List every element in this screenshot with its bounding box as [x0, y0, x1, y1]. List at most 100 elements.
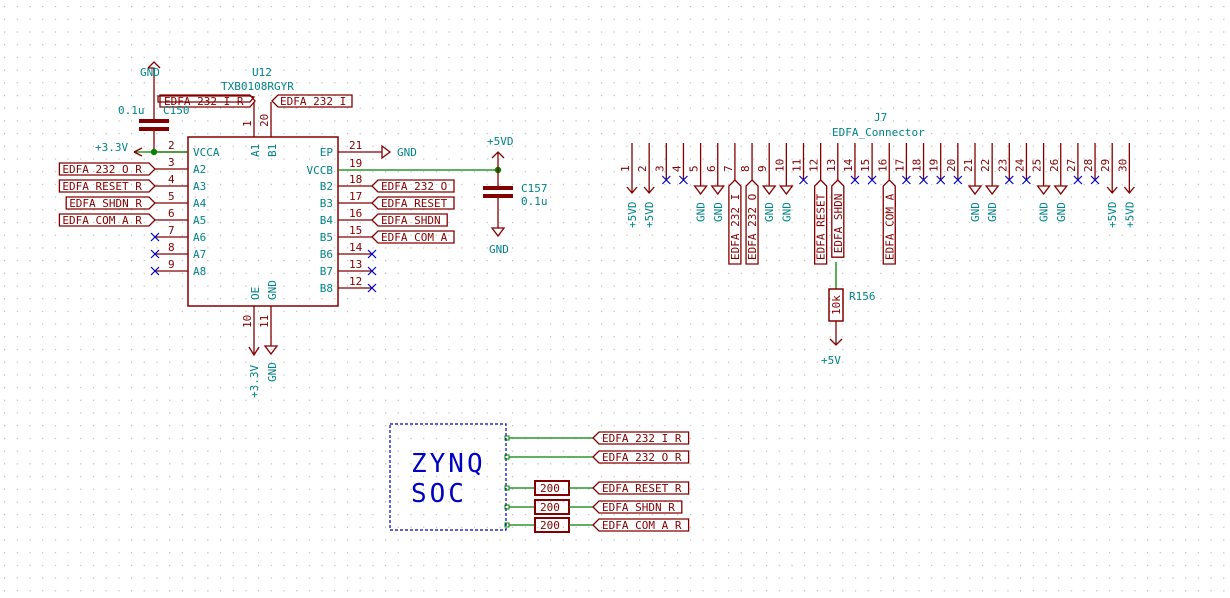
- u12-pin-name-a6: A6: [193, 231, 206, 244]
- u12-right-label-2[interactable]: EDFA_RESET: [381, 197, 448, 210]
- soc-title-line2: SOC: [411, 479, 467, 509]
- j7-gnd-symbol-26: [1053, 180, 1069, 196]
- oe-power-label: +3.3V: [248, 365, 261, 398]
- j7-net-label-13[interactable]: EDFA_SHDN: [832, 194, 845, 254]
- j7-nc-27: [1073, 175, 1083, 185]
- u12-pin-num-13: 13: [349, 258, 362, 271]
- u12-top-label-left[interactable]: EDFA_232_I_R: [164, 95, 244, 108]
- u12-pin-num-1: 1: [241, 120, 254, 127]
- j7-pin-num-27: 27: [1065, 159, 1078, 172]
- u12-pin-num-14: 14: [349, 241, 363, 254]
- soc-net-label-1-flag: [592, 431, 690, 445]
- j7-pin-num-1: 1: [619, 165, 632, 172]
- j7-pin-num-4: 4: [670, 165, 683, 172]
- u12-right-label-3-flag: [371, 213, 448, 227]
- j7-nc-4: [679, 175, 688, 185]
- j7-pin-num-10: 10: [773, 159, 786, 172]
- u12-pin-name-b6: B6: [320, 248, 333, 261]
- u12-pin-num-20: 20: [258, 114, 271, 127]
- soc-net-label-1[interactable]: EDFA_232_I_R: [602, 432, 682, 445]
- j7-pin-num-3: 3: [653, 165, 666, 172]
- u12-left-label-2[interactable]: EDFA_RESET_R: [62, 180, 142, 193]
- j7-power-label-10: GND: [780, 202, 793, 222]
- u12-pin-num-6: 6: [168, 207, 175, 220]
- soc-title-line1: ZYNQ: [411, 449, 486, 479]
- u12-right-pins: 21EP19VCCB18B217B316B415B514B613B712B8ED…: [307, 139, 455, 295]
- j7-net-label-8[interactable]: EDFA_232_O: [746, 194, 759, 260]
- c150-capacitor[interactable]: GND 0.1u C150 +3.3V: [95, 61, 190, 157]
- j7-pin-num-30: 30: [1116, 159, 1129, 172]
- u12-left-label-1[interactable]: EDFA_232_O_R: [62, 163, 142, 176]
- j7-power-label-29: +5VD: [1106, 202, 1119, 229]
- soc-net-label-5-flag: [592, 518, 690, 532]
- u12-pin-name-oe: OE: [249, 287, 262, 300]
- soc-resistor-value-3: 200: [540, 482, 560, 495]
- u12-pin-name-b5: B5: [320, 231, 333, 244]
- u12-pin-name-a1: A1: [249, 144, 262, 157]
- u12-pin-num-11: 11: [258, 315, 271, 328]
- j7-net-flag-13: [831, 179, 845, 258]
- j7-value: EDFA_Connector: [832, 126, 925, 139]
- j7-nc-24: [1022, 175, 1031, 185]
- u12-pin-name-a4: A4: [193, 197, 207, 210]
- j7-pin-num-11: 11: [791, 159, 804, 172]
- u12-nc-a8: [150, 266, 160, 276]
- u12-pin-name-ep: EP: [320, 146, 334, 159]
- u12-pin-num-2: 2: [168, 139, 175, 152]
- j7-nc-20: [953, 175, 963, 185]
- j7-power-label-22: GND: [986, 202, 999, 222]
- j7-ref: J7: [874, 111, 887, 124]
- u12-ref: U12: [252, 66, 272, 79]
- j7-pin-num-12: 12: [808, 159, 821, 172]
- soc-box: [389, 423, 507, 531]
- u12-left-pins: 2VCCA3A24A35A46A57A68A79A8EDFA_232_O_RED…: [58, 139, 220, 278]
- u12-top-label-right[interactable]: EDFA_232_I: [280, 95, 346, 108]
- soc-net-label-3[interactable]: EDFA_RESET_R: [602, 482, 682, 495]
- u12-pin-name-a2: A2: [193, 163, 206, 176]
- u12-right-label-3[interactable]: EDFA_SHDN: [381, 214, 441, 227]
- j7-pwr-arrow-1: [626, 180, 638, 195]
- u12-top-label-right-flag: [271, 94, 353, 108]
- u12-right-label-1-flag: [371, 179, 455, 193]
- u12-pin-name-a8: A8: [193, 265, 206, 278]
- u12-right-label-1[interactable]: EDFA_232_O: [381, 180, 447, 193]
- u12-level-shifter[interactable]: U12 TXB0108RGYR 2VCCA3A24A35A46A57A68A79…: [58, 66, 455, 398]
- j7-net-label-7[interactable]: EDFA_232_I: [729, 194, 742, 260]
- j7-net-label-16[interactable]: EDFA_COM_A: [883, 193, 896, 260]
- soc-net-label-4[interactable]: EDFA_SHDN_R: [602, 501, 675, 514]
- j7-pin-num-2: 2: [636, 165, 649, 172]
- j7-power-label-25: GND: [1038, 202, 1051, 222]
- soc-resistor-value-4: 200: [540, 501, 560, 514]
- r156-power-arrow: [829, 321, 843, 346]
- j7-nc-19: [936, 175, 946, 185]
- u12-left-label-3[interactable]: EDFA_SHDN_R: [69, 197, 142, 210]
- j7-pwr-arrow-2: [643, 180, 655, 195]
- u12-pin-num-4: 4: [168, 173, 175, 186]
- j7-pin-num-24: 24: [1013, 158, 1026, 172]
- j7-net-flag-7: [728, 179, 742, 265]
- c157-capacitor[interactable]: +5VD C157 0.1u GND: [338, 135, 548, 256]
- u12-body: [187, 136, 339, 307]
- c157-gnd-label: GND: [489, 243, 509, 256]
- j7-net-flag-16: [882, 179, 896, 265]
- ep-gnd-symbol: [338, 144, 392, 160]
- u12-pin-num-5: 5: [168, 190, 175, 203]
- u12-pin-name-gnd: GND: [266, 280, 279, 300]
- j7-net-label-12[interactable]: EDFA_RESET: [815, 193, 828, 260]
- u12-pin-name-b7: B7: [320, 265, 333, 278]
- soc-net-label-5[interactable]: EDFA_COM_A_R: [602, 519, 682, 532]
- r156-ref: R156: [849, 290, 876, 303]
- u12-left-label-3-flag: [65, 196, 156, 210]
- u12-pin-name-b2: B2: [320, 180, 333, 193]
- soc-net-label-2[interactable]: EDFA_232_O_R: [602, 451, 682, 464]
- u12-nc-b7: [367, 266, 377, 276]
- u12-left-label-4[interactable]: EDFA_COM_A_R: [62, 214, 142, 227]
- u12-right-label-4[interactable]: EDFA_COM_A: [381, 231, 448, 244]
- c150-ref: C150: [163, 104, 190, 117]
- u12-pin-name-b4: B4: [320, 214, 334, 227]
- u12-left-label-4-flag: [58, 213, 156, 227]
